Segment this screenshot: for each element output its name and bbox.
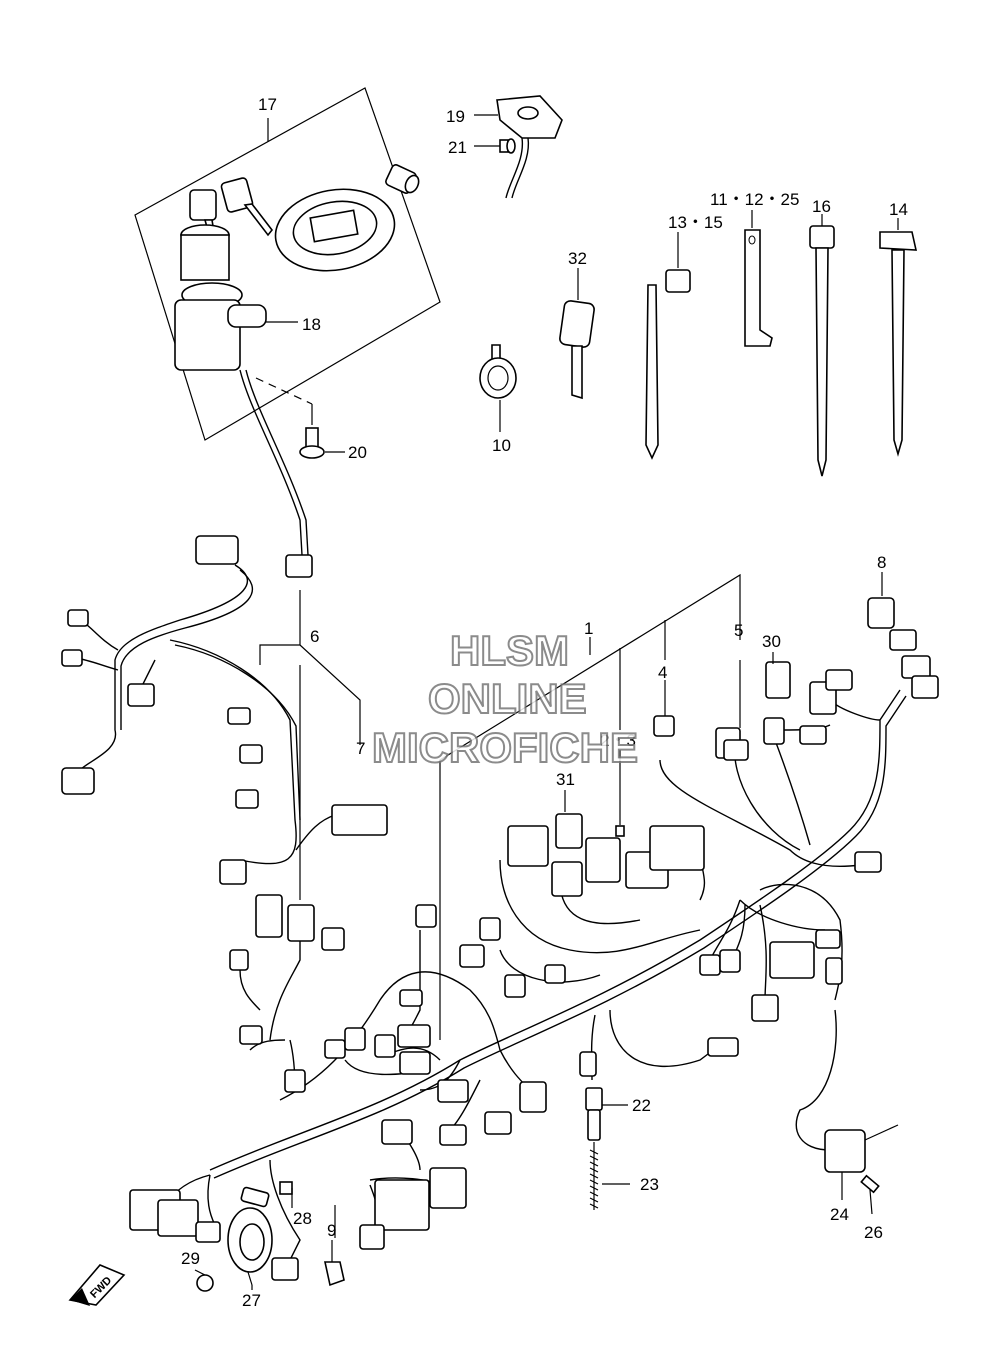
label-14: 14 <box>889 200 908 219</box>
label-28: 28 <box>293 1209 312 1228</box>
label-7: 7 <box>356 739 365 758</box>
watermark-line-3: MICROFICHE <box>372 724 638 771</box>
label-21: 21 <box>448 138 467 157</box>
bracket-icon-9 <box>324 1240 345 1287</box>
label-24: 24 <box>830 1205 849 1224</box>
label-5: 5 <box>734 621 743 640</box>
label-4: 4 <box>658 663 667 682</box>
label-1: 1 <box>584 619 593 638</box>
label-17: 17 <box>258 95 277 114</box>
sensor-switch-icon <box>824 1124 899 1198</box>
label-11-12-25: 11・12・25 <box>710 190 799 209</box>
label-13-15: 13・15 <box>668 213 723 232</box>
cable-tie-long-icon <box>809 214 835 477</box>
label-18: 18 <box>302 315 321 334</box>
label-2-3: 2・3 <box>600 731 636 750</box>
screw-icon <box>474 138 516 154</box>
screw-icon-26 <box>860 1174 880 1215</box>
label-26: 26 <box>864 1223 883 1242</box>
leader-lines <box>251 572 883 1290</box>
label-8: 8 <box>877 553 886 572</box>
label-32: 32 <box>568 249 587 268</box>
spare-key-icon <box>559 268 595 400</box>
label-23: 23 <box>640 1175 659 1194</box>
bolt-icon-28 <box>279 1181 293 1208</box>
switch-icon <box>585 1087 628 1141</box>
label-19: 19 <box>446 107 465 126</box>
label-30: 30 <box>762 632 781 651</box>
spring-icon <box>589 1142 630 1210</box>
fuel-cap-lock-icon <box>274 188 396 272</box>
forward-direction-badge: FWD <box>68 1264 126 1306</box>
label-10: 10 <box>492 436 511 455</box>
label-29: 29 <box>181 1249 200 1268</box>
bolt-icon <box>299 427 345 459</box>
watermark-line-1: HLSM <box>450 627 569 674</box>
cable-tie-mount-icon <box>879 218 918 457</box>
clamp-icon <box>479 344 517 432</box>
label-9: 9 <box>327 1221 336 1240</box>
ignition-switch-icon <box>174 224 298 371</box>
band-clamp-icon <box>744 210 773 347</box>
leader-bracket-6 <box>259 590 361 900</box>
label-27: 27 <box>242 1291 261 1310</box>
label-22: 22 <box>632 1096 651 1115</box>
watermark: HLSM ONLINE MICROFICHE <box>371 626 639 772</box>
watermark-line-2: ONLINE <box>428 675 587 722</box>
label-6: 6 <box>310 627 319 646</box>
main-wiring-harness <box>129 597 939 1281</box>
cover-icon <box>474 95 563 199</box>
nut-icon-29 <box>194 1269 214 1292</box>
lock-cylinder-icon <box>385 164 420 194</box>
label-16: 16 <box>812 197 831 216</box>
sub-harness-left <box>61 535 388 885</box>
key-icon <box>189 177 274 239</box>
cable-tie-icon <box>645 232 691 460</box>
label-20: 20 <box>348 443 367 462</box>
horn-icon <box>227 1186 273 1286</box>
label-31: 31 <box>556 770 575 789</box>
leader-bracket-1 <box>439 573 741 1040</box>
